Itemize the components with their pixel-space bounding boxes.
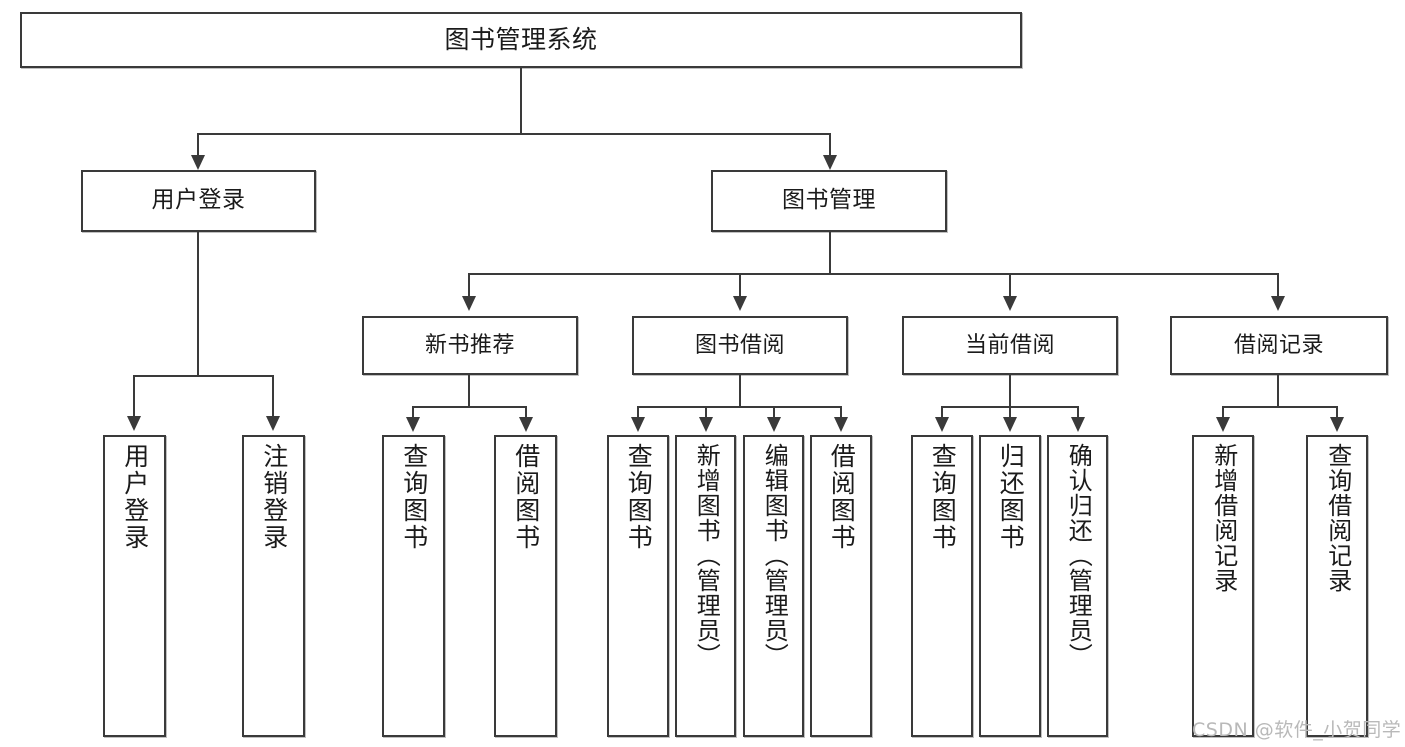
node-new-book-recommend[interactable]: 新书推荐 bbox=[362, 316, 578, 375]
node-user-login-label: 用户登录 bbox=[151, 187, 246, 214]
connector-book-borrow-bus bbox=[637, 406, 841, 408]
node-leaf-borrow-book-1[interactable]: 借阅图书 bbox=[494, 435, 557, 737]
node-leaf-confirm-return-admin[interactable]: 确认归还（管理员） bbox=[1047, 435, 1108, 737]
connector-new-book-stem bbox=[468, 375, 470, 407]
connector-bm-to-book-borrow bbox=[739, 273, 741, 299]
arrowhead-leaf-add-borrow-record bbox=[1216, 417, 1230, 432]
arrowhead-borrow-record bbox=[1271, 296, 1285, 311]
node-root-system-label: 图书管理系统 bbox=[444, 25, 598, 55]
node-leaf-add-book-admin[interactable]: 新增图书（管理员） bbox=[675, 435, 736, 737]
node-leaf-user-login[interactable]: 用户登录 bbox=[103, 435, 166, 737]
arrowhead-new-book-recommend bbox=[462, 296, 476, 311]
connector-bb-to-leaf-1 bbox=[637, 406, 639, 419]
connector-user-login-to-leaf-1 bbox=[133, 375, 135, 418]
node-leaf-user-login-label: 用户登录 bbox=[120, 443, 150, 551]
node-book-management-label: 图书管理 bbox=[782, 187, 876, 214]
connector-bb-to-leaf-4 bbox=[840, 406, 842, 419]
node-book-borrow-label: 图书借阅 bbox=[694, 332, 785, 358]
node-leaf-query-book-1-label: 查询图书 bbox=[399, 443, 429, 551]
connector-current-borrow-stem bbox=[1009, 375, 1011, 407]
node-leaf-borrow-book-1-label: 借阅图书 bbox=[511, 443, 541, 551]
node-leaf-add-borrow-record-label: 新增借阅记录 bbox=[1209, 443, 1238, 593]
node-user-login[interactable]: 用户登录 bbox=[81, 170, 316, 232]
node-current-borrow-label: 当前借阅 bbox=[964, 332, 1055, 358]
arrowhead-book-borrow bbox=[733, 296, 747, 311]
arrowhead-leaf-query-borrow-record bbox=[1330, 417, 1344, 432]
connector-new-book-to-leaf-1 bbox=[412, 406, 414, 419]
connector-borrow-record-bus bbox=[1222, 406, 1337, 408]
arrowhead-leaf-return-book bbox=[1003, 417, 1017, 432]
connector-user-login-to-leaf-2 bbox=[272, 375, 274, 418]
node-leaf-logout-login-label: 注销登录 bbox=[259, 443, 289, 551]
connector-bm-to-current-borrow bbox=[1009, 273, 1011, 299]
arrowhead-leaf-edit-book-admin bbox=[767, 417, 781, 432]
node-leaf-confirm-return-admin-label: 确认归还（管理员） bbox=[1064, 443, 1093, 668]
connector-new-book-bus bbox=[412, 406, 526, 408]
connector-root-to-user-login bbox=[197, 133, 199, 158]
node-leaf-query-book-2[interactable]: 查询图书 bbox=[607, 435, 669, 737]
connector-user-login-bus bbox=[133, 375, 273, 377]
connector-cb-to-leaf-2 bbox=[1009, 406, 1011, 419]
arrowhead-leaf-user-login bbox=[127, 416, 141, 431]
node-leaf-borrow-book-2-label: 借阅图书 bbox=[827, 443, 857, 551]
node-leaf-logout-login[interactable]: 注销登录 bbox=[242, 435, 305, 737]
arrowhead-leaf-confirm-return-admin bbox=[1071, 417, 1085, 432]
arrowhead-user-login bbox=[191, 155, 205, 170]
watermark-text: CSDN @软件_小贺同学 bbox=[1192, 719, 1402, 741]
connector-bm-to-borrow-record bbox=[1277, 273, 1279, 299]
connector-book-borrow-stem bbox=[739, 375, 741, 407]
arrowhead-leaf-query-book-2 bbox=[631, 417, 645, 432]
node-root-system[interactable]: 图书管理系统 bbox=[20, 12, 1022, 68]
connector-new-book-to-leaf-2 bbox=[525, 406, 527, 419]
connector-user-login-stem bbox=[197, 232, 199, 376]
node-current-borrow[interactable]: 当前借阅 bbox=[902, 316, 1118, 375]
connector-br-to-leaf-1 bbox=[1222, 406, 1224, 419]
node-leaf-edit-book-admin-label: 编辑图书（管理员） bbox=[760, 443, 789, 668]
node-book-management[interactable]: 图书管理 bbox=[711, 170, 947, 232]
connector-bb-to-leaf-2 bbox=[705, 406, 707, 419]
arrowhead-leaf-borrow-book-2 bbox=[834, 417, 848, 432]
arrowhead-leaf-logout-login bbox=[266, 416, 280, 431]
connector-cb-to-leaf-3 bbox=[1077, 406, 1079, 419]
connector-bb-to-leaf-3 bbox=[773, 406, 775, 419]
node-leaf-edit-book-admin[interactable]: 编辑图书（管理员） bbox=[743, 435, 804, 737]
arrowhead-leaf-query-book-1 bbox=[406, 417, 420, 432]
node-book-borrow[interactable]: 图书借阅 bbox=[632, 316, 848, 375]
node-new-book-recommend-label: 新书推荐 bbox=[424, 332, 515, 358]
connector-root-to-book-management bbox=[829, 133, 831, 158]
connector-cb-to-leaf-1 bbox=[941, 406, 943, 419]
node-leaf-add-borrow-record[interactable]: 新增借阅记录 bbox=[1192, 435, 1254, 737]
node-leaf-borrow-book-2[interactable]: 借阅图书 bbox=[810, 435, 872, 737]
arrowhead-current-borrow bbox=[1003, 296, 1017, 311]
node-leaf-query-book-3-label: 查询图书 bbox=[928, 443, 958, 551]
connector-root-bus bbox=[197, 133, 831, 135]
node-leaf-query-borrow-record-label: 查询借阅记录 bbox=[1323, 443, 1352, 593]
connector-borrow-record-stem bbox=[1277, 375, 1279, 407]
node-borrow-record-label: 借阅记录 bbox=[1233, 332, 1324, 358]
node-leaf-query-borrow-record[interactable]: 查询借阅记录 bbox=[1306, 435, 1368, 737]
node-leaf-return-book[interactable]: 归还图书 bbox=[979, 435, 1041, 737]
node-leaf-query-book-2-label: 查询图书 bbox=[624, 443, 654, 551]
connector-book-management-bus bbox=[468, 273, 1279, 275]
node-leaf-return-book-label: 归还图书 bbox=[996, 443, 1026, 551]
connector-root-stem bbox=[520, 68, 522, 134]
node-leaf-query-book-1[interactable]: 查询图书 bbox=[382, 435, 445, 737]
arrowhead-leaf-add-book-admin bbox=[699, 417, 713, 432]
arrowhead-leaf-borrow-book-1 bbox=[519, 417, 533, 432]
node-leaf-query-book-3[interactable]: 查询图书 bbox=[911, 435, 973, 737]
node-borrow-record[interactable]: 借阅记录 bbox=[1170, 316, 1388, 375]
connector-bm-to-new-book bbox=[468, 273, 470, 299]
arrowhead-book-management bbox=[823, 155, 837, 170]
connector-book-management-stem bbox=[829, 232, 831, 274]
arrowhead-leaf-query-book-3 bbox=[935, 417, 949, 432]
connector-br-to-leaf-2 bbox=[1336, 406, 1338, 419]
node-leaf-add-book-admin-label: 新增图书（管理员） bbox=[692, 443, 721, 668]
